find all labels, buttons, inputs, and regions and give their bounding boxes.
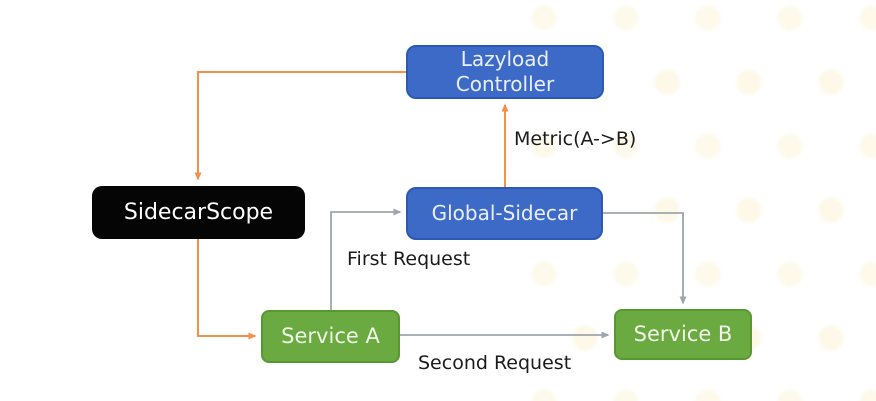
node-service-a-label: Service A: [281, 324, 380, 349]
edge-servicea-to-globalsidecar: [330, 208, 402, 310]
node-service-b-label: Service B: [633, 322, 733, 347]
edge-sidecarscope-to-servicea: [197, 239, 257, 340]
edge-lazyload-to-sidecarscope: [194, 71, 406, 181]
node-global-sidecar: Global-Sidecar: [406, 187, 603, 240]
node-lazyload-controller: Lazyload Controller: [406, 45, 604, 99]
edge-label-first-request: First Request: [347, 248, 471, 270]
edge-label-second-request: Second Request: [418, 352, 572, 374]
node-sidecar-scope-label: SidecarScope: [123, 199, 274, 225]
node-lazyload-controller-label-line2: Controller: [455, 72, 555, 96]
edge-label-metric: Metric(A->B): [514, 128, 637, 150]
node-service-b: Service B: [614, 309, 752, 360]
node-sidecar-scope: SidecarScope: [92, 186, 305, 239]
node-global-sidecar-label: Global-Sidecar: [431, 201, 578, 225]
node-lazyload-controller-label-line1: Lazyload: [460, 47, 550, 71]
edge-globalsidecar-to-serviceb: [603, 212, 687, 305]
node-service-a: Service A: [261, 310, 400, 363]
